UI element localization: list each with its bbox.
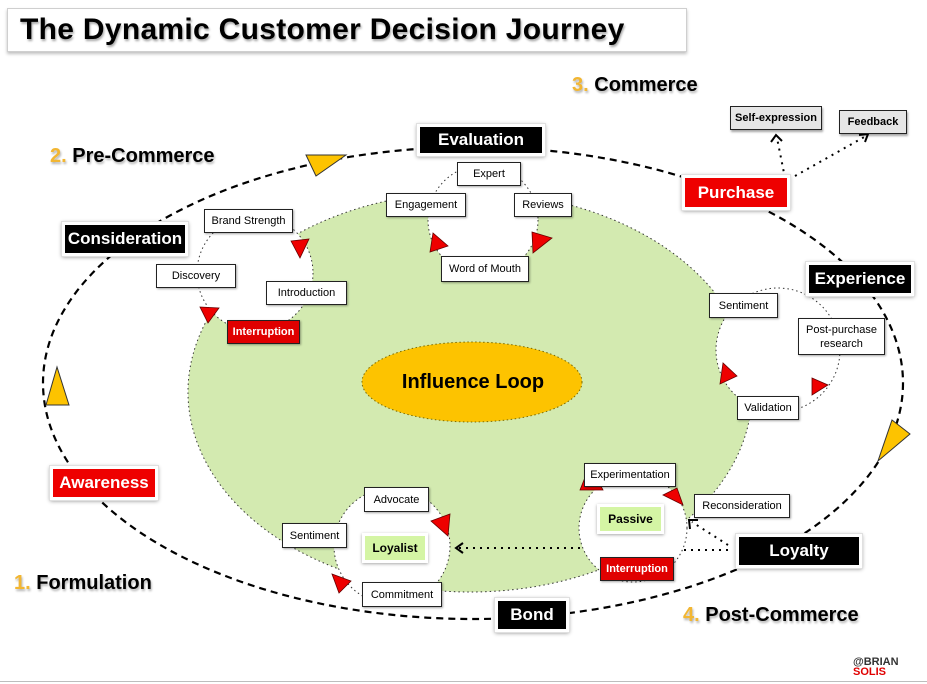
- self-expression-arrowhead-icon: [770, 133, 783, 143]
- stage-experience: Experience: [805, 261, 915, 297]
- arrow-interruption-to-discovery-icon: [199, 306, 220, 324]
- brand-logo: @BRIAN SOLIS: [853, 656, 899, 678]
- arrow-validation-to-sentiment-icon: [719, 362, 738, 385]
- node-experimentation: Experimentation: [584, 463, 676, 487]
- purchase-to-feedback-connector: [794, 135, 867, 177]
- node-reviews: Reviews: [514, 193, 572, 217]
- node-passive: Passive: [597, 504, 664, 534]
- influence-loop-core: [361, 341, 583, 423]
- page-title: The Dynamic Customer Decision Journey: [20, 13, 625, 46]
- node-brand-strength: Brand Strength: [204, 209, 293, 233]
- phase-pre-commerce: 2. Pre-Commerce: [50, 145, 215, 168]
- node-commitment: Commitment: [362, 582, 442, 607]
- stage-evaluation: Evaluation: [416, 123, 546, 157]
- phase-number: 4.: [683, 604, 700, 626]
- node-feedback: Feedback: [839, 110, 907, 134]
- node-interruption-consideration: Interruption: [227, 320, 300, 344]
- node-self-expression: Self-expression: [730, 106, 822, 130]
- phase-post-commerce: 4. Post-Commerce: [683, 604, 859, 627]
- node-post-purchase-line1: Post-purchase: [806, 323, 877, 336]
- logo-line1: @BRIAN: [853, 656, 899, 668]
- phase-number: 1.: [14, 572, 31, 594]
- phase-label: Pre-Commerce: [72, 145, 215, 167]
- phase-label: Formulation: [36, 572, 152, 594]
- arrow-reviews-to-wom-icon: [531, 231, 553, 254]
- stage-bond: Bond: [494, 597, 570, 633]
- stage-purchase: Purchase: [681, 174, 791, 211]
- node-loyalist: Loyalist: [362, 533, 428, 563]
- ring-arrow-top-icon: [305, 154, 348, 177]
- arrow-commitment-to-sentiment-icon: [331, 573, 352, 594]
- node-reconsideration: Reconsideration: [694, 494, 790, 518]
- node-expert: Expert: [457, 162, 521, 186]
- node-post-purchase-line2: research: [820, 337, 863, 350]
- ring-arrow-left-icon: [45, 365, 70, 406]
- node-validation: Validation: [737, 396, 799, 420]
- phase-formulation: 1. Formulation: [14, 572, 152, 595]
- node-engagement: Engagement: [386, 193, 466, 217]
- phase-number: 3.: [572, 74, 589, 96]
- influence-loop-label: Influence Loop: [401, 370, 545, 393]
- node-word-of-mouth: Word of Mouth: [441, 256, 529, 282]
- phase-commerce: 3. Commerce: [572, 74, 698, 97]
- node-introduction: Introduction: [266, 281, 347, 305]
- arrow-research-to-validation-icon: [811, 377, 829, 396]
- node-sentiment-bond: Sentiment: [282, 523, 347, 548]
- loyalty-to-reconsideration-connector: [691, 521, 729, 546]
- stage-consideration: Consideration: [61, 221, 189, 257]
- node-discovery: Discovery: [156, 264, 236, 288]
- ring-arrow-right-icon: [876, 419, 911, 463]
- loyalist-arrowhead-icon: [454, 542, 464, 554]
- arrow-brand-to-introduction-icon: [290, 238, 310, 259]
- arrow-experimentation-to-passive-icon: [662, 487, 684, 506]
- phase-number: 2.: [50, 145, 67, 167]
- phase-label: Post-Commerce: [705, 604, 859, 626]
- arrow-wom-to-engagement-icon: [429, 232, 449, 253]
- phase-label: Commerce: [594, 74, 698, 96]
- title-box: The Dynamic Customer Decision Journey: [7, 8, 687, 52]
- bottom-divider: [0, 681, 927, 682]
- purchase-to-self-expression-connector: [776, 137, 786, 179]
- node-sentiment-experience: Sentiment: [709, 293, 778, 318]
- node-advocate: Advocate: [364, 487, 429, 512]
- node-interruption-loyalty: Interruption: [600, 557, 674, 581]
- logo-line2: SOLIS: [853, 666, 887, 678]
- reconsideration-arrowhead-icon: [687, 519, 698, 530]
- stage-loyalty: Loyalty: [735, 533, 863, 569]
- feedback-arrowhead-icon: [858, 132, 870, 143]
- arrow-advocate-to-loyalist-icon: [430, 513, 451, 537]
- node-post-purchase-research: Post-purchase research: [798, 318, 885, 355]
- stage-awareness: Awareness: [49, 465, 159, 501]
